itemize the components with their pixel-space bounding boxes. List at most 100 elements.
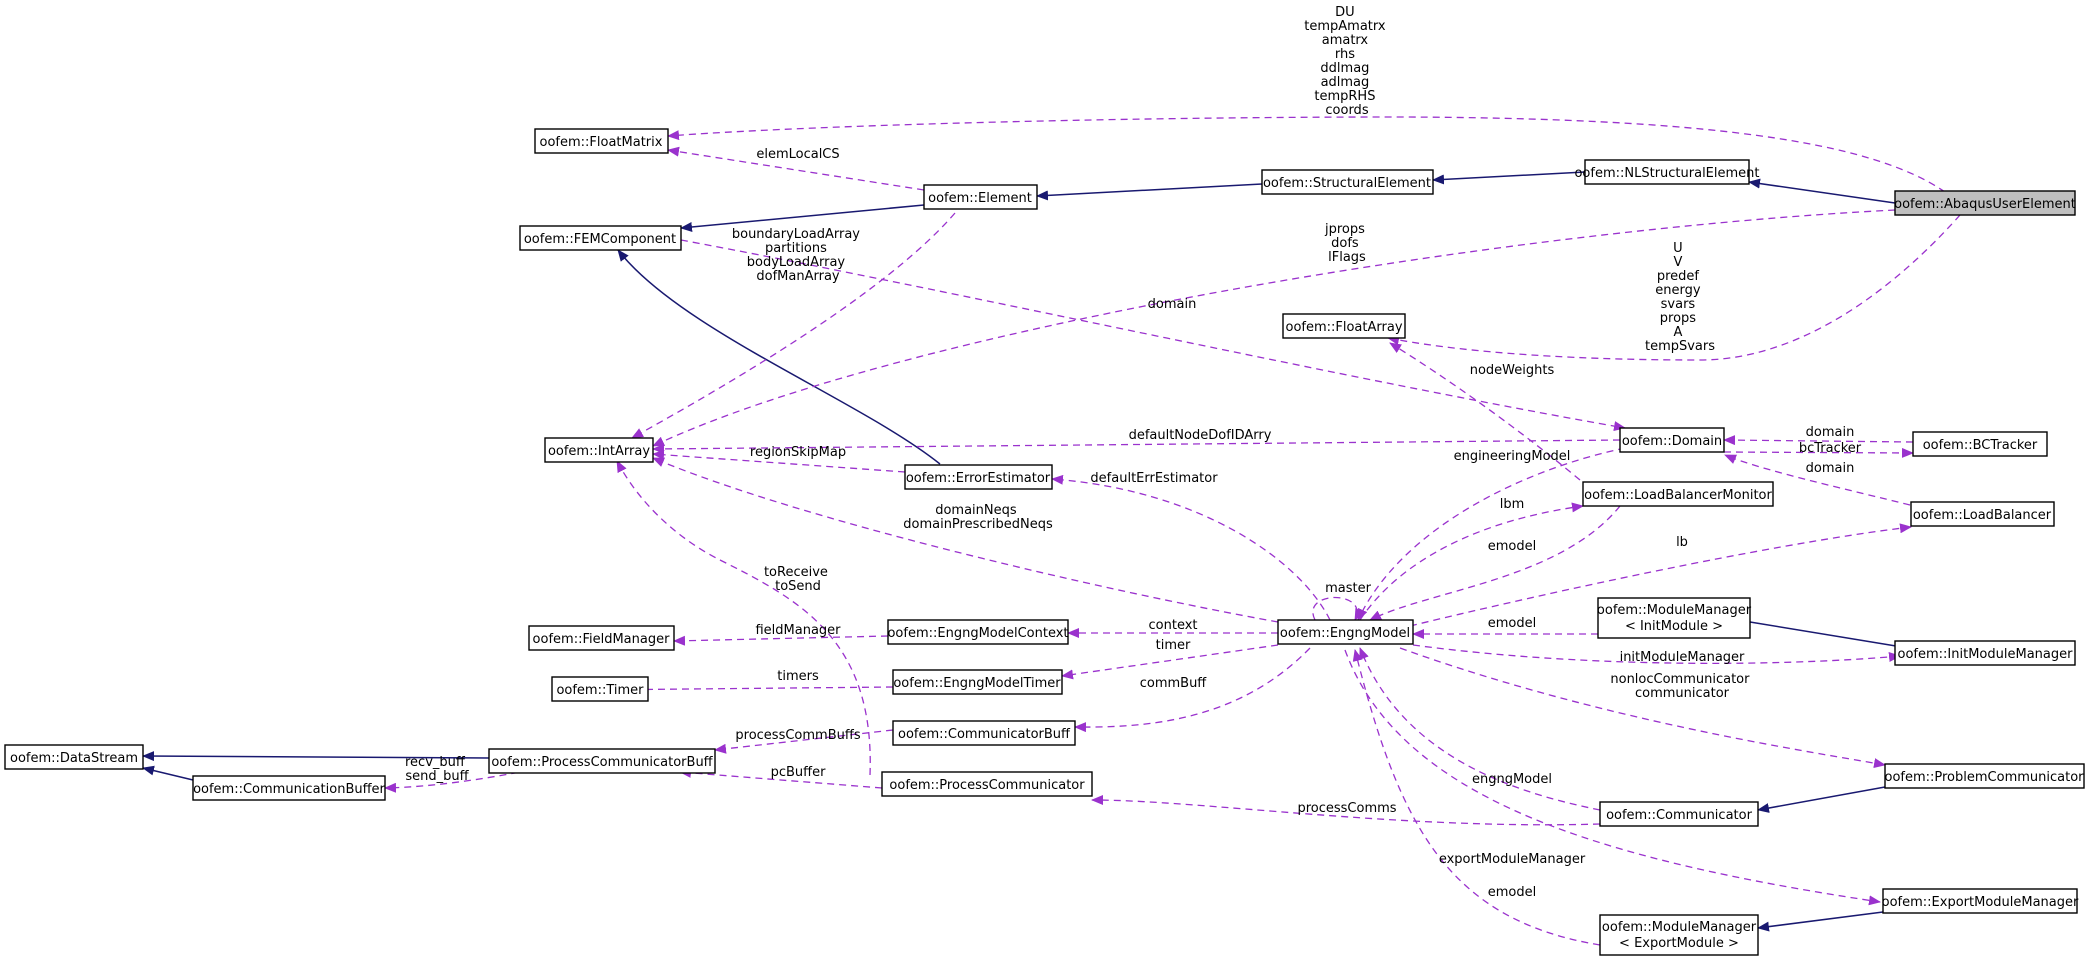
node-abaqususerelement[interactable]: oofem::AbaqusUserElement: [1894, 190, 2076, 216]
svg-text:oofem::ProcessCommunicatorBuff: oofem::ProcessCommunicatorBuff: [491, 755, 713, 770]
edge-abaqus-nlstructural: [1748, 178, 1896, 204]
node-femcomponent[interactable]: oofem::FEMComponent: [519, 225, 682, 251]
svg-text:< ExportModule >: < ExportModule >: [1619, 936, 1739, 951]
svg-text:oofem::Domain: oofem::Domain: [1622, 434, 1722, 449]
svg-text:oofem::ExportModuleManager: oofem::ExportModuleManager: [1882, 895, 2079, 910]
edge-errorestimator-femcomponent: [617, 249, 941, 465]
svg-text:oofem::DataStream: oofem::DataStream: [10, 751, 138, 766]
node-exportmodulemanager[interactable]: oofem::ExportModuleManager: [1882, 888, 2079, 914]
edge-modmgr-export-engngmodel: [1352, 649, 1601, 946]
usage-edges: [384, 116, 1961, 946]
edge-engngmodel-exportmodmgr: [1344, 649, 1881, 906]
node-domain[interactable]: oofem::Domain: [1619, 427, 1725, 453]
edge-communicator-processcomm: [1091, 795, 1601, 826]
edge-modmgr-init-initmodmgr: [1738, 615, 1903, 648]
node-loadbalancer[interactable]: oofem::LoadBalancer: [1910, 501, 2055, 527]
nodes: oofem::AbaqusUserElement oofem::NLStruct…: [4, 128, 2085, 956]
edge-nlstructural-structural: [1432, 171, 1586, 185]
label-nodeweights: nodeWeights: [1470, 363, 1555, 378]
label-toreceive: toReceive toSend: [764, 565, 832, 594]
svg-text:oofem::ProcessCommunicator: oofem::ProcessCommunicator: [889, 778, 1085, 793]
label-processcomms: processComms: [1297, 801, 1396, 816]
edge-engngmodel-lbmonitor: [1359, 502, 1584, 621]
edge-communicator-engngmodel: [1359, 647, 1601, 811]
label-defaulterrestimator: defaultErrEstimator: [1090, 471, 1218, 486]
svg-text:oofem::LoadBalancer: oofem::LoadBalancer: [1913, 508, 2052, 523]
node-element[interactable]: oofem::Element: [923, 184, 1038, 210]
svg-text:oofem::FieldManager: oofem::FieldManager: [533, 632, 671, 647]
node-floatarray[interactable]: oofem::FloatArray: [1282, 313, 1406, 339]
svg-text:< InitModule >: < InitModule >: [1625, 619, 1723, 634]
svg-text:oofem::IntArray: oofem::IntArray: [548, 444, 650, 459]
node-intarray[interactable]: oofem::IntArray: [544, 437, 654, 463]
svg-text:oofem::BCTracker: oofem::BCTracker: [1923, 438, 2038, 453]
edge-domain-intarray: [652, 439, 1621, 454]
label-pcbuffer: pcBuffer: [771, 765, 827, 780]
node-fieldmanager[interactable]: oofem::FieldManager: [528, 625, 675, 651]
node-nlstructuralelement[interactable]: oofem::NLStructuralElement: [1574, 159, 1760, 185]
node-floatmatrix[interactable]: oofem::FloatMatrix: [534, 128, 669, 154]
edge-lbmonitor-engngmodel: [1369, 505, 1621, 621]
label-buffs: recv_buff send_buff: [405, 755, 470, 784]
node-engngmodeltimer[interactable]: oofem::EngngModelTimer: [892, 669, 1063, 695]
label-timers: timers: [777, 669, 819, 684]
svg-text:oofem::EngngModelContext: oofem::EngngModelContext: [887, 626, 1068, 641]
node-problemcommunicator[interactable]: oofem::ProblemCommunicator: [1884, 763, 2085, 789]
edge-femcomponent-domain: [680, 239, 1626, 432]
node-loadbalancermonitor[interactable]: oofem::LoadBalancerMonitor: [1582, 481, 1774, 507]
edge-processcommbuff-datastream: [142, 751, 490, 762]
edge-problemcomm-communicator: [1757, 786, 1886, 813]
label-master: master: [1325, 581, 1371, 596]
svg-text:oofem::CommunicationBuffer: oofem::CommunicationBuffer: [193, 782, 385, 797]
node-engngmodel[interactable]: oofem::EngngModel: [1277, 619, 1414, 645]
label-timer: timer: [1156, 638, 1191, 653]
node-engngmodelcontext[interactable]: oofem::EngngModelContext: [887, 619, 1069, 645]
node-processcommunicator[interactable]: oofem::ProcessCommunicator: [881, 771, 1093, 797]
svg-text:oofem::AbaqusUserElement: oofem::AbaqusUserElement: [1894, 197, 2076, 212]
label-engngmodel: engngModel: [1472, 772, 1552, 787]
label-intarray-from-abaqus: jprops dofs lFlags: [1324, 222, 1369, 265]
node-errorestimator[interactable]: oofem::ErrorEstimator: [904, 464, 1053, 490]
svg-text:oofem::ErrorEstimator: oofem::ErrorEstimator: [906, 471, 1051, 486]
edge-abaqus-floatmatrix: [667, 116, 1946, 193]
svg-text:oofem::NLStructuralElement: oofem::NLStructuralElement: [1574, 166, 1759, 181]
edge-engngmodel-engngtimer: [1061, 644, 1279, 680]
label-bctracker: bcTracker: [1799, 441, 1862, 456]
label-fieldmanager: fieldManager: [755, 623, 841, 638]
node-timer[interactable]: oofem::Timer: [551, 676, 649, 702]
node-communicator[interactable]: oofem::Communicator: [1599, 801, 1759, 827]
edge-element-femcomponent: [680, 204, 925, 232]
node-modulemanager-initmodule[interactable]: oofem::ModuleManager < InitModule >: [1597, 597, 1752, 639]
label-floatmatrix-members: DU tempAmatrx amatrx rhs ddlmag adlmag t…: [1304, 5, 1389, 118]
edge-labels: DU tempAmatrx amatrx rhs ddlmag adlmag t…: [405, 5, 1862, 900]
node-structuralelement[interactable]: oofem::StructuralElement: [1261, 169, 1434, 195]
edge-exportmodmgr-modmgr-export: [1757, 911, 1884, 932]
label-context: context: [1149, 618, 1198, 633]
edge-domain-engngmodel: [1357, 447, 1626, 621]
node-communicatorbuff[interactable]: oofem::CommunicatorBuff: [892, 720, 1076, 746]
svg-text:oofem::Timer: oofem::Timer: [556, 683, 644, 698]
svg-text:oofem::CommunicatorBuff: oofem::CommunicatorBuff: [898, 727, 1071, 742]
node-modulemanager-exportmodule[interactable]: oofem::ModuleManager < ExportModule >: [1599, 914, 1759, 956]
svg-text:oofem::InitModuleManager: oofem::InitModuleManager: [1898, 647, 2074, 662]
label-domainneqs: domainNeqs domainPrescribedNeqs: [903, 503, 1053, 532]
label-emodel-lbm: emodel: [1488, 539, 1536, 554]
label-commbuff: commBuff: [1140, 676, 1208, 691]
node-processcommunicatorbuff[interactable]: oofem::ProcessCommunicatorBuff: [488, 748, 716, 774]
node-bctracker[interactable]: oofem::BCTracker: [1912, 431, 2048, 457]
label-defaultnodedofidarry: defaultNodeDofIDArry: [1129, 428, 1272, 443]
svg-text:oofem::FloatArray: oofem::FloatArray: [1285, 320, 1402, 335]
edge-commbuff-processcommbuff: [714, 729, 894, 754]
node-initmodulemanager[interactable]: oofem::InitModuleManager: [1894, 640, 2076, 666]
edge-domain-bctracker: [1723, 447, 1914, 458]
node-datastream[interactable]: oofem::DataStream: [4, 744, 144, 770]
svg-text:oofem::ModuleManager: oofem::ModuleManager: [1602, 920, 1757, 935]
label-domain-femcomponent: domain: [1148, 297, 1197, 312]
label-initmodulemanager: initModuleManager: [1620, 650, 1745, 665]
label-lb: lb: [1676, 535, 1688, 550]
label-processcommbuffs: processCommBuffs: [735, 728, 860, 743]
label-communicators: nonlocCommunicator communicator: [1610, 672, 1753, 701]
edge-bctracker-domain: [1723, 435, 1914, 446]
node-communicationbuffer[interactable]: oofem::CommunicationBuffer: [192, 775, 386, 801]
